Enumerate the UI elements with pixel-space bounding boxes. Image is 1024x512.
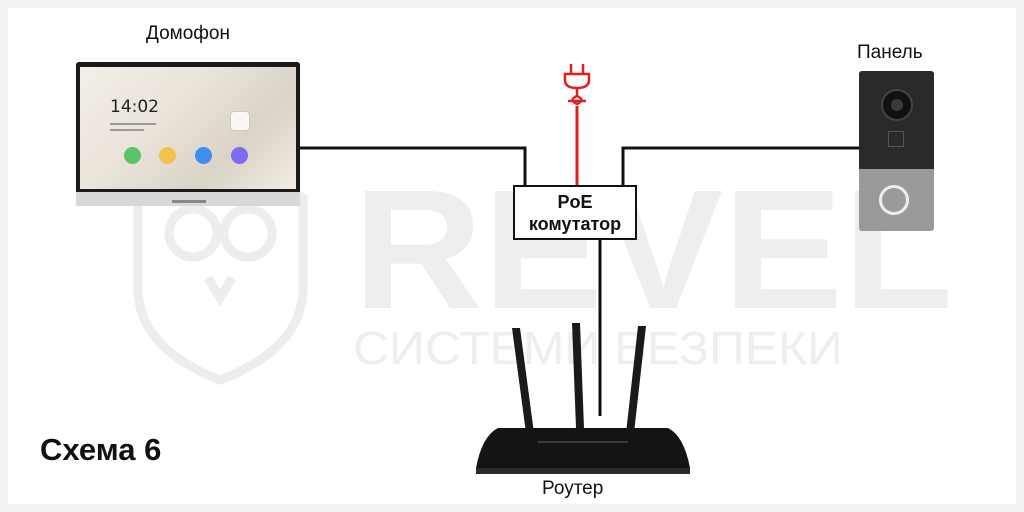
switch-label-line2: комутатор (528, 213, 622, 234)
switch-label-line1: PoE (557, 191, 593, 212)
diagram-canvas: REVEL СИСТЕМИ БЕЗПЕКИ Домофон Панель Роу… (8, 8, 1016, 504)
monitor-date-line (110, 123, 156, 125)
monitor-bezel (76, 192, 300, 206)
monitor-screen: 14:02 (80, 67, 296, 189)
panel-card-reader (888, 131, 904, 147)
watermark-owl-logo (133, 168, 308, 385)
panel-top (859, 71, 934, 169)
settings-app-icon (231, 147, 248, 164)
monitor-brand-mark (172, 200, 206, 203)
panel-label: Панель (857, 42, 923, 63)
monitor-clock: 14:02 (110, 97, 159, 117)
wire-intercom-switch (296, 146, 527, 185)
watermark-tagline: СИСТЕМИ БЕЗПЕКИ (353, 322, 843, 374)
panel-call-button (879, 185, 909, 215)
wires (296, 64, 859, 416)
message-app-icon (159, 147, 176, 164)
info-app-icon (195, 147, 212, 164)
intercom-label: Домофон (146, 23, 230, 44)
scheme-title: Схема 6 (40, 432, 162, 467)
camera-tile-icon (230, 111, 250, 131)
router-base (476, 468, 690, 474)
router-label: Роутер (542, 478, 604, 499)
monitor-date-line-2 (110, 129, 144, 131)
call-app-icon (124, 147, 141, 164)
router-antenna-icon (512, 323, 646, 433)
poe-switch-box: PoE комутатор (513, 185, 637, 240)
door-panel (859, 71, 934, 231)
router (476, 323, 690, 474)
router-body (476, 428, 690, 468)
power-plug-icon (563, 64, 591, 106)
panel-camera-icon (881, 89, 913, 121)
watermark: REVEL СИСТЕМИ БЕЗПЕКИ (133, 155, 953, 385)
wire-panel-switch (621, 146, 859, 185)
watermark-brand: REVEL (353, 155, 953, 345)
intercom-monitor: 14:02 (76, 62, 300, 206)
